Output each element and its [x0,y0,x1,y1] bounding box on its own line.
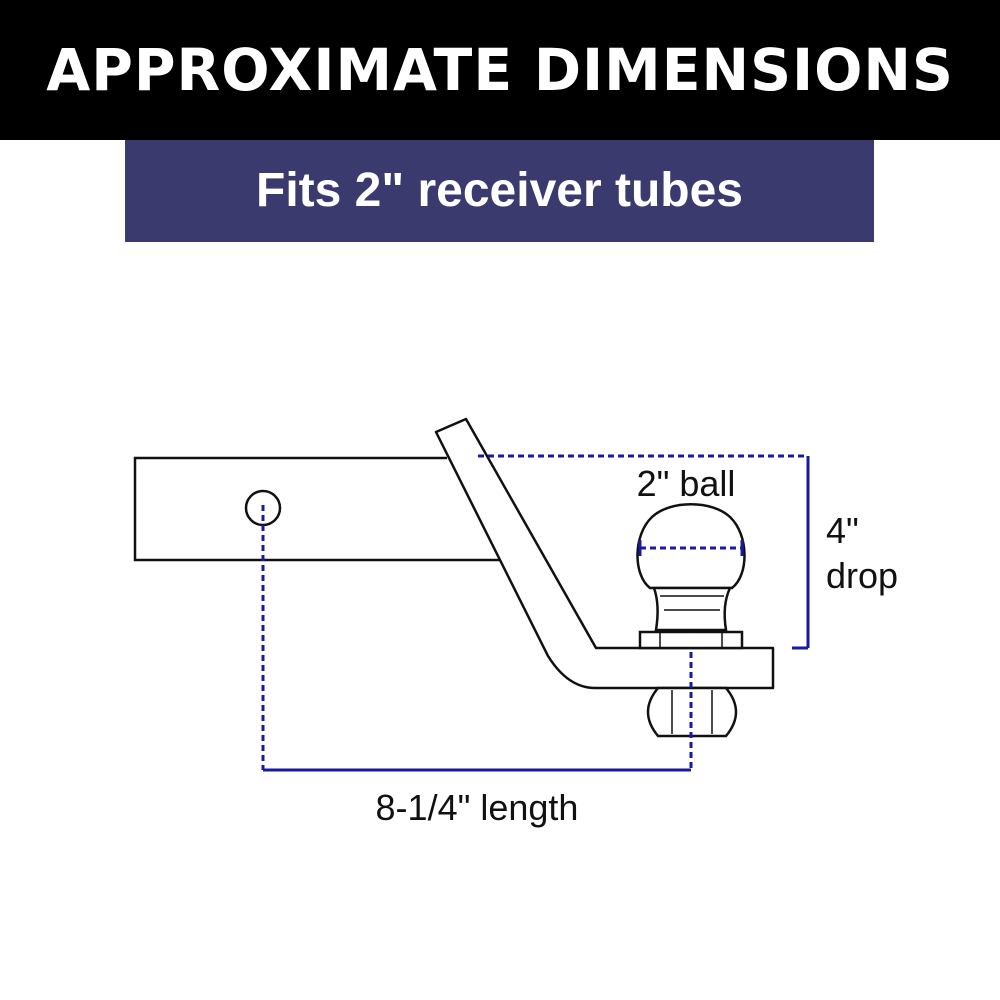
ball-diameter-line [638,540,744,556]
title-banner: APPROXIMATE DIMENSIONS [0,0,1000,140]
length-dimension-line [261,505,693,772]
receiver-shank [133,456,505,562]
drop-label-value: 4" [826,510,859,551]
ball-size-label: 2" ball [637,463,736,504]
subtitle-banner: Fits 2" receiver tubes [125,140,874,242]
drop-dimension-line [478,454,810,650]
drop-label-text: drop [826,555,898,596]
length-label: 8-1/4" length [376,787,579,828]
page-title: APPROXIMATE DIMENSIONS [46,36,954,104]
hitch-ball [636,503,746,650]
page-subtitle: Fits 2" receiver tubes [256,164,743,217]
